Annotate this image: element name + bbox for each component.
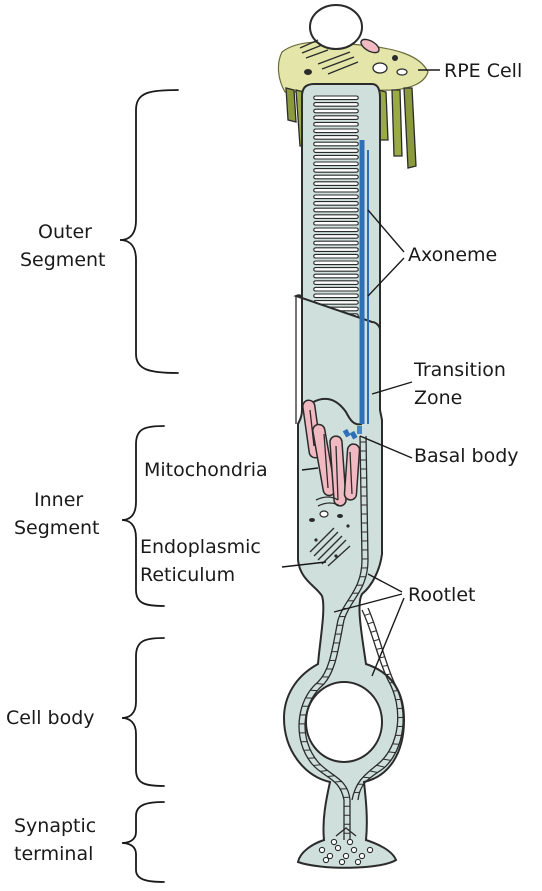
label-axoneme: Axoneme <box>408 244 497 266</box>
outer-segment-disc <box>314 241 359 245</box>
outer-segment-disc <box>314 274 359 278</box>
rootlet-striation <box>368 622 374 624</box>
outer-segment-disc <box>314 208 359 212</box>
region-braces <box>120 90 178 882</box>
outer-segment-disc <box>314 103 359 107</box>
label-rootlet: Rootlet <box>408 584 475 606</box>
rootlet-striation <box>365 614 371 616</box>
rootlet-striation <box>390 682 395 683</box>
outer-segment-disc <box>314 221 359 225</box>
synaptic-vesicle <box>355 859 360 864</box>
cell-silhouette <box>284 295 404 868</box>
synaptic-vesicle <box>331 839 336 844</box>
outer-segment-disc <box>314 215 359 219</box>
rootlet-striation <box>374 639 380 640</box>
outer-segment-disc <box>314 248 359 252</box>
brace-synaptic-terminal <box>122 802 164 882</box>
label-outer-segment-line1: Outer <box>38 221 92 243</box>
outer-segment-disc <box>314 195 359 199</box>
synaptic-vesicle <box>347 839 352 844</box>
label-transition-zone-line2: Zone <box>414 387 462 409</box>
rootlet-striation <box>388 752 395 753</box>
outer-segment-disc <box>314 122 359 126</box>
outer-segment-disc <box>314 155 359 159</box>
synaptic-vesicle <box>367 847 372 852</box>
labels: RPE Cell Outer Segment Axoneme Transitio… <box>6 60 522 865</box>
outer-segment-disc <box>314 182 359 186</box>
outer-segment-disc <box>314 254 359 258</box>
outer-segment-disc <box>314 261 359 265</box>
synaptic-vesicle <box>319 847 324 852</box>
synaptic-vesicle <box>351 847 356 852</box>
outer-segment-disc <box>314 294 359 298</box>
outer-segment-disc <box>314 281 359 285</box>
outer-segment-disc <box>314 149 359 153</box>
label-er-line1: Endoplasmic <box>140 536 261 558</box>
rootlet-striation <box>382 665 387 666</box>
rootlet-striation <box>376 648 382 649</box>
outer-segment-disc <box>314 268 359 272</box>
label-mitochondria: Mitochondria <box>144 459 268 481</box>
outer-segment-disc <box>314 109 359 113</box>
rpe-granule <box>304 69 312 75</box>
outer-segment-disc <box>314 136 359 140</box>
synaptic-vesicle <box>323 857 328 862</box>
rootlet-striation <box>371 631 377 633</box>
rpe-granule <box>373 63 387 73</box>
outer-segment-disc <box>314 287 359 291</box>
label-inner-segment-line2: Segment <box>14 517 100 539</box>
leader-rootlet-1 <box>368 574 402 592</box>
synaptic-vesicle <box>339 859 344 864</box>
outer-segment-disc <box>314 96 359 100</box>
outer-segment-disc <box>314 202 359 206</box>
brace-cell-body <box>122 638 164 786</box>
synaptic-vesicle <box>335 845 340 850</box>
outer-segment-disc <box>314 162 359 166</box>
synaptic-vesicle <box>343 853 348 858</box>
rpe-nucleus <box>310 5 362 49</box>
outer-segment-disc <box>314 188 359 192</box>
brace-outer-segment <box>120 90 178 373</box>
synaptic-vesicle <box>359 853 364 858</box>
rpe-granule <box>397 69 407 75</box>
label-rpe-cell: RPE Cell <box>444 60 522 82</box>
outer-segment-disc <box>314 169 359 173</box>
outer-segment-disc <box>314 142 359 146</box>
label-cell-body: Cell body <box>6 707 95 729</box>
outer-segment-disc <box>314 129 359 133</box>
outer-segment-disc <box>314 116 359 120</box>
leader-rootlet-3 <box>372 598 404 676</box>
inner-segment <box>284 295 404 868</box>
label-synaptic-terminal-line2: terminal <box>14 843 93 865</box>
rpe-granule <box>392 55 398 61</box>
label-basal-body: Basal body <box>414 445 519 467</box>
outer-segment-disc <box>314 228 359 232</box>
outer-segment-disc <box>314 235 359 239</box>
rootlet-striation <box>313 765 320 766</box>
cell-nucleus <box>306 682 382 762</box>
label-inner-segment-line1: Inner <box>34 489 83 511</box>
label-er-line2: Reticulum <box>140 564 235 586</box>
label-synaptic-terminal-line1: Synaptic <box>14 815 96 837</box>
outer-segment-disc <box>314 175 359 179</box>
label-transition-zone-line1: Transition <box>413 359 506 381</box>
label-outer-segment-line2: Segment <box>20 249 106 271</box>
